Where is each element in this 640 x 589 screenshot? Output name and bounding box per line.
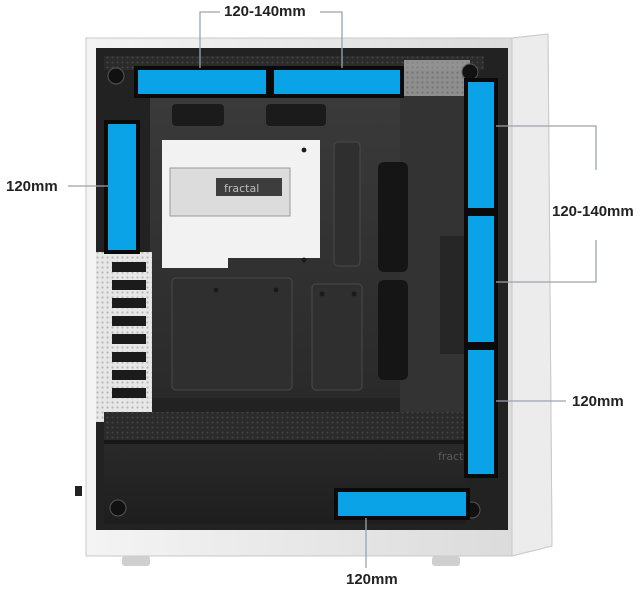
top-callout-line-right [320,11,343,68]
front-upper-callout-line-2 [496,240,597,283]
top-fan-slot-2 [270,66,404,98]
expansion-slots [96,252,152,422]
side-fan-label: 120mm [6,178,58,195]
front-fan-slot-1 [464,78,498,212]
top-fans-label: 120-140mm [224,3,306,20]
bracket-logo: fractal [224,182,259,195]
front-upper-callout-line-1 [496,125,597,170]
rear-fan-slot [104,120,140,254]
fan-positions [104,66,498,520]
bottom-fan-slot [334,488,470,520]
front-fan-slot-2 [464,212,498,346]
front-lower-fan-label: 120mm [572,393,624,410]
case-feet [122,556,460,566]
top-mesh-corner [404,60,470,96]
top-fan-slot-1 [134,66,270,98]
side-button [75,486,82,496]
bottom-fan-label: 120mm [346,571,398,588]
callout-lines [68,11,597,568]
front-fan-slot-3 [464,346,498,478]
top-callout-line [199,11,220,68]
motherboard-tray: fractal [150,96,466,416]
front-upper-fans-label: 120-140mm [552,203,634,220]
